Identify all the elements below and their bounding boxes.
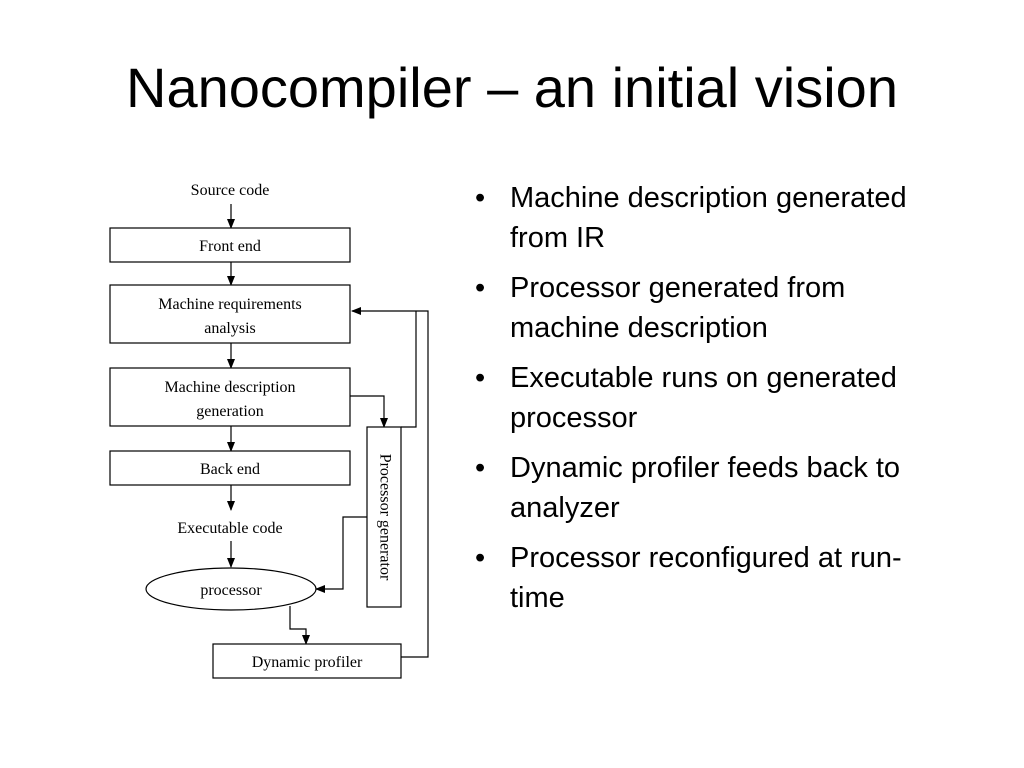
executable-code-label: Executable code	[177, 520, 282, 537]
machine-description-box	[109, 367, 351, 427]
front-end-label: Front end	[199, 238, 261, 255]
bullet-item: Executable runs on generated processor	[467, 358, 937, 438]
bullet-item: Dynamic profiler feeds back to analyzer	[467, 448, 937, 528]
machine-description-label-line1: Machine description	[164, 379, 295, 396]
processor-label: processor	[200, 582, 262, 599]
back-end-box	[109, 450, 351, 486]
arrow-description-to-generator	[350, 395, 388, 428]
back-end-label: Back end	[200, 461, 260, 478]
feedback-profiler-to-analyzer	[351, 307, 429, 658]
dynamic-profiler-label: Dynamic profiler	[252, 654, 363, 671]
bullet-item: Machine description generated from IR	[467, 178, 937, 258]
arrow-processor-to-profiler	[289, 606, 310, 645]
processor-generator-box	[366, 426, 402, 608]
machine-description-label-line2: generation	[196, 403, 264, 420]
feedback-generator-to-analyzer	[401, 311, 417, 428]
slide-title: Nanocompiler – an initial vision	[126, 56, 898, 119]
processor-generator-label: Processor generator	[376, 454, 393, 581]
machine-requirements-box	[109, 284, 351, 344]
machine-requirements-label-line1: Machine requirements	[158, 296, 302, 313]
bullet-item: Processor reconfigured at run-time	[467, 538, 937, 618]
dynamic-profiler-box	[212, 643, 402, 679]
bullet-list: Machine description generated from IR Pr…	[467, 178, 937, 628]
machine-requirements-label-line2: analysis	[204, 320, 256, 337]
front-end-box	[109, 227, 351, 263]
processor-ellipse	[145, 567, 317, 611]
source-code-label: Source code	[191, 182, 270, 199]
arrow-generator-to-processor	[315, 516, 367, 593]
bullet-item: Processor generated from machine descrip…	[467, 268, 937, 348]
